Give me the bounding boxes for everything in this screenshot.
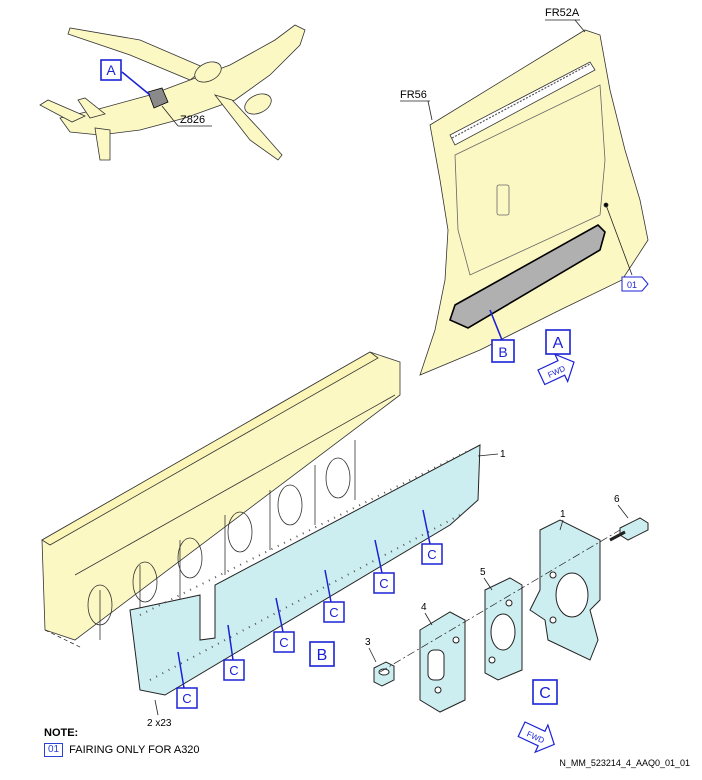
view-title-c bbox=[532, 679, 558, 705]
svg-text:C: C bbox=[229, 663, 238, 678]
fuselage-section-view-a bbox=[419, 29, 649, 376]
callout-c-4 bbox=[323, 601, 345, 623]
svg-text:C: C bbox=[279, 635, 288, 650]
document-id: N_MM_523214_4_AAQ0_01_01 bbox=[559, 758, 690, 768]
note-text: FAIRING ONLY FOR A320 bbox=[69, 744, 200, 756]
fuselage-structure-detail-b bbox=[41, 351, 401, 641]
frame-label-fr56: FR56 bbox=[400, 89, 427, 101]
c-callouts: C C C C C C bbox=[176, 509, 443, 709]
svg-text:C: C bbox=[427, 547, 436, 562]
item-number-4: 4 bbox=[421, 602, 427, 613]
note-title: NOTE: bbox=[44, 727, 79, 739]
item-number-3: 3 bbox=[365, 637, 371, 648]
callout-c-3 bbox=[273, 631, 295, 653]
callout-c-6 bbox=[421, 543, 443, 565]
svg-text:C: C bbox=[182, 691, 191, 706]
svg-text:C: C bbox=[379, 576, 388, 591]
item-number-panel: 1 bbox=[500, 449, 506, 460]
callout-c-5 bbox=[373, 572, 395, 594]
exploded-fastener-detail-c bbox=[373, 517, 649, 713]
tag-01-label: 01 bbox=[627, 280, 637, 290]
fwd-arrow-icon: FWD bbox=[537, 353, 575, 386]
view-title-c-label: C bbox=[539, 685, 551, 702]
note-tag-01: 01 bbox=[44, 743, 64, 757]
view-title-a-label: A bbox=[553, 335, 564, 352]
note-line: 01 FAIRING ONLY FOR A320 bbox=[44, 743, 200, 757]
callout-a-aircraft-label: A bbox=[106, 62, 116, 78]
callout-c-1 bbox=[176, 687, 198, 709]
z826-leader bbox=[161, 105, 179, 127]
item-number-5: 5 bbox=[480, 567, 486, 578]
quantity-2x23: 2 x23 bbox=[147, 718, 172, 729]
fairing-panel-detail-b bbox=[129, 444, 481, 696]
callout-leader-a bbox=[121, 71, 151, 96]
item-number-6: 6 bbox=[614, 494, 620, 505]
view-title-b-label: B bbox=[317, 647, 328, 664]
zone-label-z826: Z826 bbox=[180, 114, 205, 126]
callout-c-2 bbox=[223, 659, 245, 681]
fwd-arrow-icon-c: FWD bbox=[517, 721, 555, 754]
item-number-1-detail: 1 bbox=[560, 509, 566, 520]
callout-box-a-aircraft bbox=[100, 59, 122, 81]
view-title-a bbox=[545, 329, 571, 355]
frame-label-fr52a: FR52A bbox=[545, 7, 580, 19]
tag-01-view-a bbox=[621, 276, 649, 292]
fairing-part-b bbox=[449, 224, 606, 329]
note-section: NOTE: 01 FAIRING ONLY FOR A320 bbox=[44, 727, 200, 757]
view-title-b bbox=[309, 641, 335, 667]
aircraft-illustration bbox=[39, 24, 306, 161]
callout-b-detail-label: B bbox=[498, 344, 507, 360]
svg-text:C: C bbox=[329, 605, 338, 620]
callout-box-b-detail bbox=[491, 339, 515, 363]
